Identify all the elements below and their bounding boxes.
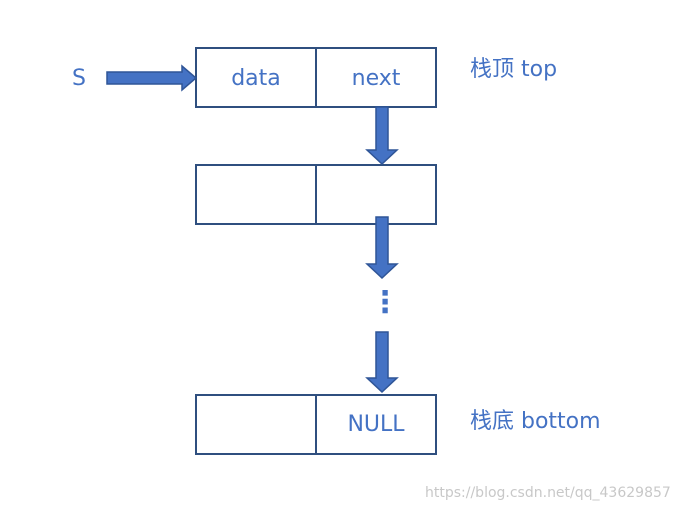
node-bottom-next-label: NULL (347, 412, 405, 437)
pointer-label: S (72, 66, 86, 91)
node-middle-next-cell (315, 164, 437, 225)
stack-node-bottom (195, 394, 437, 455)
stack-bottom-caption: 栈底 bottom (470, 409, 601, 434)
stack-top-caption: 栈顶 top (470, 57, 558, 82)
ellipsis: ⋮ (370, 285, 400, 320)
next-arrow-1 (365, 106, 399, 166)
node-bottom-next-cell (315, 394, 437, 455)
pointer-arrow (106, 64, 198, 92)
next-arrow-2 (365, 216, 399, 280)
stack-node-middle (195, 164, 437, 225)
watermark: https://blog.csdn.net/qq_43629857 (425, 485, 671, 501)
node-middle-data-cell (195, 164, 317, 225)
node-top-next-cell (315, 47, 437, 108)
node-top-next-label: next (351, 66, 401, 91)
stack-node-top (195, 47, 437, 108)
next-arrow-3 (365, 331, 399, 394)
node-top-data-label: data (231, 66, 281, 91)
node-bottom-data-cell (195, 394, 317, 455)
